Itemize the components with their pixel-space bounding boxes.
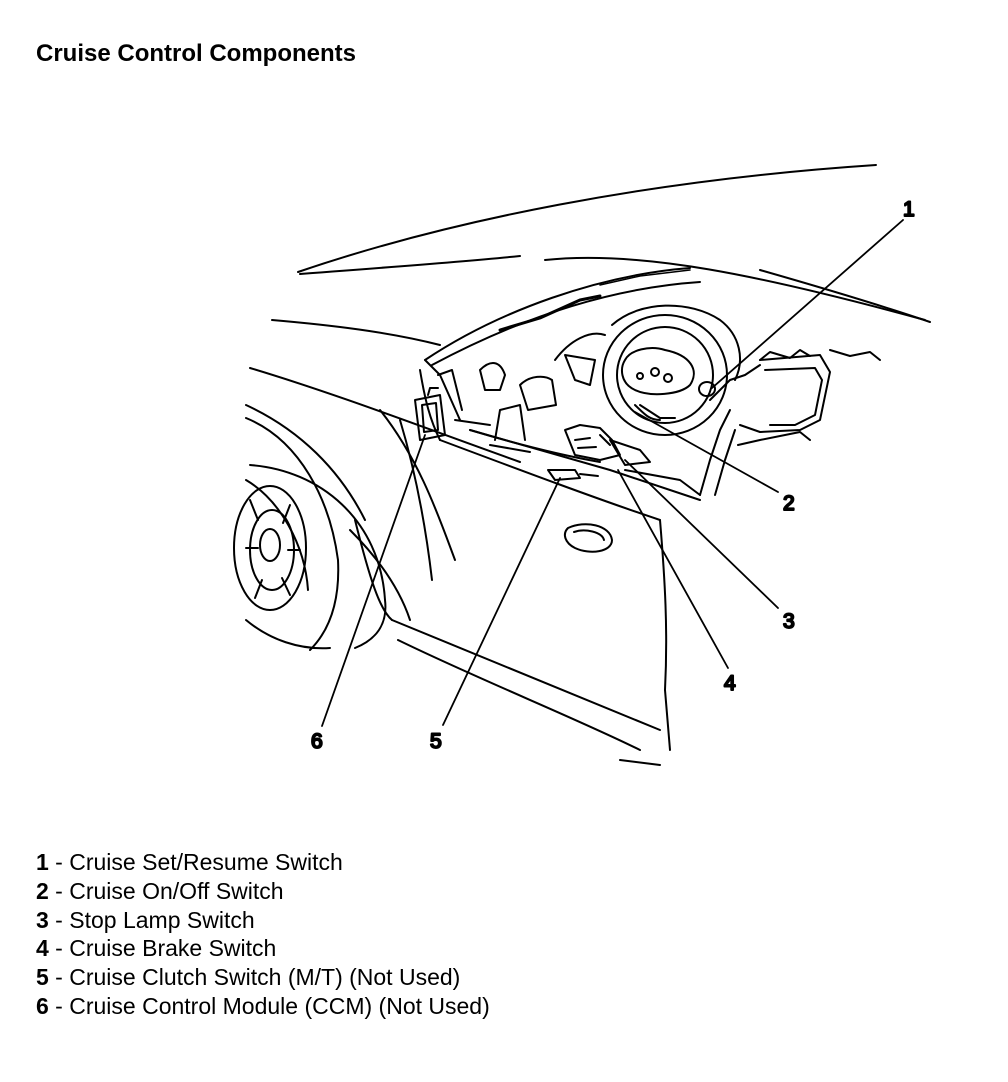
- instrument-panel: [454, 304, 741, 501]
- legend-label: Stop Lamp Switch: [69, 906, 255, 933]
- front-wheel: [233, 417, 387, 651]
- callout-6: 6: [311, 730, 323, 753]
- callout-2: 2: [783, 492, 795, 515]
- legend-number: 3: [36, 906, 49, 933]
- door-outline: [349, 439, 671, 766]
- steering-wheel: [602, 314, 728, 436]
- leader-line-6: [321, 434, 426, 727]
- legend-number: 5: [36, 964, 49, 991]
- legend-separator: -: [48, 964, 70, 991]
- legend-item-stop-lamp-switch: 3 - Stop Lamp Switch: [36, 906, 490, 935]
- leader-line-5: [442, 477, 561, 726]
- component-legend: 1 - Cruise Set/Resume Switch 2 - Cruise …: [36, 848, 490, 1021]
- legend-label: Cruise On/Off Switch: [69, 877, 284, 904]
- legend-separator: -: [48, 849, 70, 875]
- a-pillar: [419, 359, 463, 441]
- leader-line-2: [634, 411, 779, 493]
- legend-number: 6: [36, 992, 49, 1019]
- kick-panel: [414, 387, 446, 441]
- legend-separator: -: [48, 877, 70, 904]
- legend-item-clutch-switch: 5 - Cruise Clutch Switch (M/T) (Not Used…: [36, 963, 490, 992]
- callout-1: 1: [903, 198, 915, 221]
- legend-item-control-module: 6 - Cruise Control Module (CCM) (Not Use…: [36, 992, 490, 1021]
- legend-label: Cruise Set/Resume Switch: [69, 849, 343, 875]
- legend-number: 1: [36, 849, 49, 875]
- legend-item-on-off-switch: 2 - Cruise On/Off Switch: [36, 877, 490, 906]
- leader-line-1: [711, 219, 904, 389]
- legend-item-set-resume-switch: 1 - Cruise Set/Resume Switch: [36, 848, 490, 877]
- legend-separator: -: [48, 935, 70, 962]
- legend-number: 4: [36, 935, 49, 962]
- passenger-side: [699, 349, 881, 496]
- callout-3: 3: [783, 610, 795, 633]
- legend-label: Cruise Control Module (CCM) (Not Used): [69, 992, 490, 1019]
- leader-line-4: [617, 469, 729, 669]
- callout-5: 5: [430, 730, 442, 753]
- legend-number: 2: [36, 877, 49, 904]
- roof-outline: [271, 164, 931, 346]
- legend-separator: -: [48, 906, 70, 933]
- callout-4: 4: [724, 672, 736, 695]
- clutch-switch-part: [547, 469, 599, 481]
- diagram-title: Cruise Control Components: [36, 40, 357, 67]
- legend-separator: -: [48, 992, 70, 1019]
- legend-label: Cruise Brake Switch: [69, 935, 277, 962]
- legend-label: Cruise Clutch Switch (M/T) (Not Used): [69, 964, 461, 991]
- leader-line-3: [624, 459, 779, 609]
- legend-item-brake-switch: 4 - Cruise Brake Switch: [36, 934, 490, 963]
- windshield-base: [424, 267, 701, 366]
- fender-lines: [245, 367, 521, 581]
- leader-lines: [321, 219, 904, 727]
